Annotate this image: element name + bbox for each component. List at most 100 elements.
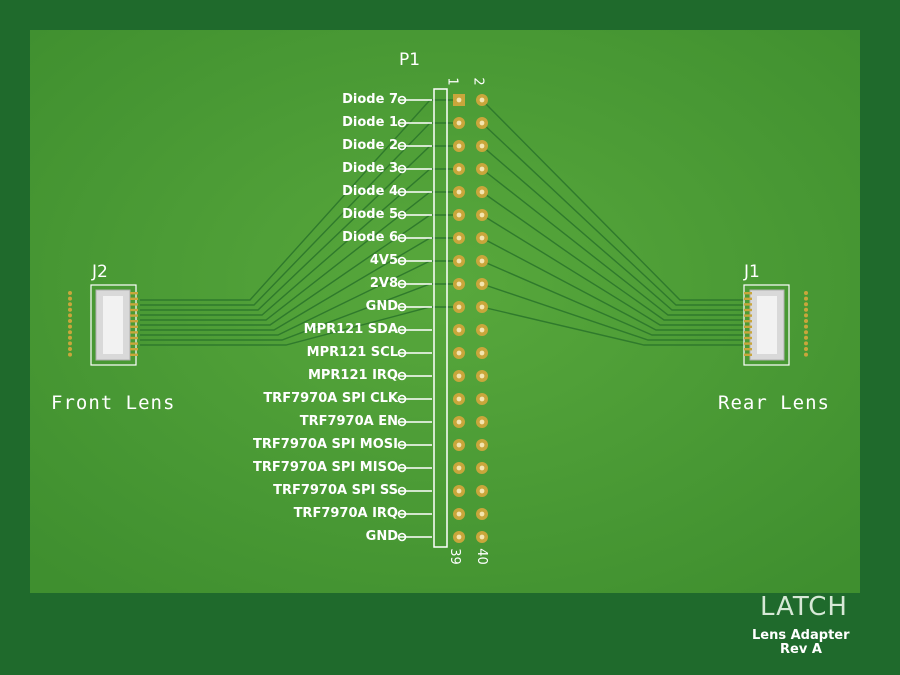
connector-mount-pad (804, 324, 808, 329)
trace-front (140, 237, 459, 331)
pad-hole (456, 120, 462, 126)
connector-pin (130, 308, 138, 312)
trace-front (140, 283, 459, 341)
pad-hole (479, 350, 485, 356)
trace-rear (481, 122, 745, 306)
pad-hole (479, 97, 485, 103)
pad-hole (479, 189, 485, 195)
trace-front (140, 191, 459, 321)
pin-lead-end (397, 394, 407, 404)
pin-label: TRF7970A SPI MISO (253, 460, 398, 475)
connector-pin (744, 336, 752, 340)
connector-mount-pad (68, 291, 72, 295)
connector-mount-pad (804, 307, 808, 312)
pin-label: MPR121 SDA (303, 322, 398, 337)
pin-lead-end (397, 118, 407, 128)
connector-mount-pad (804, 335, 808, 340)
pin-lead-end (397, 509, 407, 519)
connector-pin (744, 325, 752, 328)
pin-label: MPR121 SCL (306, 345, 398, 360)
pad-hole (456, 235, 462, 241)
pin-label: GND (365, 299, 398, 314)
connector-mount-pad (804, 296, 808, 301)
pin-lead-end (397, 325, 407, 335)
connector-pin (744, 303, 752, 306)
header-pin-1-label: 1 (444, 77, 460, 86)
connector-pin (130, 331, 138, 334)
pin-lead-end (397, 141, 407, 151)
connector-pin (130, 303, 138, 306)
pad-hole (456, 396, 462, 402)
connector-pin (744, 292, 752, 295)
product-name: Lens Adapter (752, 628, 850, 643)
trace-front (140, 122, 459, 306)
board-substrate (30, 30, 860, 593)
pad-hole (479, 419, 485, 425)
connector-pin (744, 308, 752, 312)
header-p1-pads (453, 94, 488, 543)
connector-mount-pad (68, 319, 72, 323)
connector-pin (130, 336, 138, 340)
connector-pin (130, 292, 138, 295)
connector-pin (130, 348, 138, 351)
pin-lead-end (397, 164, 407, 174)
pin-label: MPR121 IRQ (307, 368, 398, 383)
header-pin-2-label: 2 (470, 77, 486, 86)
connector-mount-pad (804, 347, 808, 351)
pin-label: Diode 3 (342, 161, 398, 176)
trace-front (140, 214, 459, 326)
pin-label: Diode 1 (342, 115, 398, 130)
connector-pin (744, 297, 752, 300)
pad-hole (479, 258, 485, 264)
trace-rear (481, 191, 745, 321)
pin-label: TRF7970A SPI SS (273, 483, 398, 498)
trace-rear (481, 145, 745, 311)
connector-mount-pad (804, 319, 808, 323)
pad-hole (456, 166, 462, 172)
connector-pin (130, 320, 138, 323)
pad-hole (479, 212, 485, 218)
connector-mount-pad (68, 302, 72, 307)
pin-lead-end (397, 486, 407, 496)
pad-hole (479, 304, 485, 310)
pin-label: 4V5 (369, 253, 398, 268)
header-pin-39-label: 39 (446, 548, 462, 565)
pad-hole (456, 511, 462, 517)
connector-mount-pad (68, 307, 72, 312)
connector-mount-pad (68, 335, 72, 340)
connector-pin (744, 348, 752, 351)
pin-label: TRF7970A EN (299, 414, 398, 429)
pin-label: Diode 4 (342, 184, 398, 199)
connector-mount-pad (68, 347, 72, 351)
pad-hole (456, 258, 462, 264)
header-p1-outline (433, 88, 448, 548)
pin-label: 2V8 (369, 276, 398, 291)
connector-pin (744, 342, 752, 345)
header-reference-label: P1 (399, 50, 421, 70)
pin-lead-end (397, 532, 407, 542)
connector-pin (744, 320, 752, 323)
pad-hole (456, 534, 462, 540)
connector-mount-pad (68, 330, 72, 335)
pad-hole (479, 511, 485, 517)
pin-label: TRF7970A IRQ (293, 506, 398, 521)
trace-rear (481, 283, 745, 341)
pin-lead-end (397, 348, 407, 358)
pin-leads (397, 95, 432, 542)
pin-lead-end (397, 279, 407, 289)
trace-front (140, 168, 459, 316)
pad-hole (456, 465, 462, 471)
connector-mount-pad (804, 352, 808, 357)
pad-hole (479, 327, 485, 333)
trace-rear (481, 237, 745, 331)
connector-mount-pad (804, 330, 808, 335)
pin-lead-end (397, 233, 407, 243)
pad-hole (479, 120, 485, 126)
pad-hole (479, 534, 485, 540)
connector-mount-pad (68, 313, 72, 318)
trace-front (140, 260, 459, 336)
pad-hole (479, 235, 485, 241)
connector-mount-pad (68, 341, 72, 346)
header-pin-40-label: 40 (473, 548, 489, 565)
